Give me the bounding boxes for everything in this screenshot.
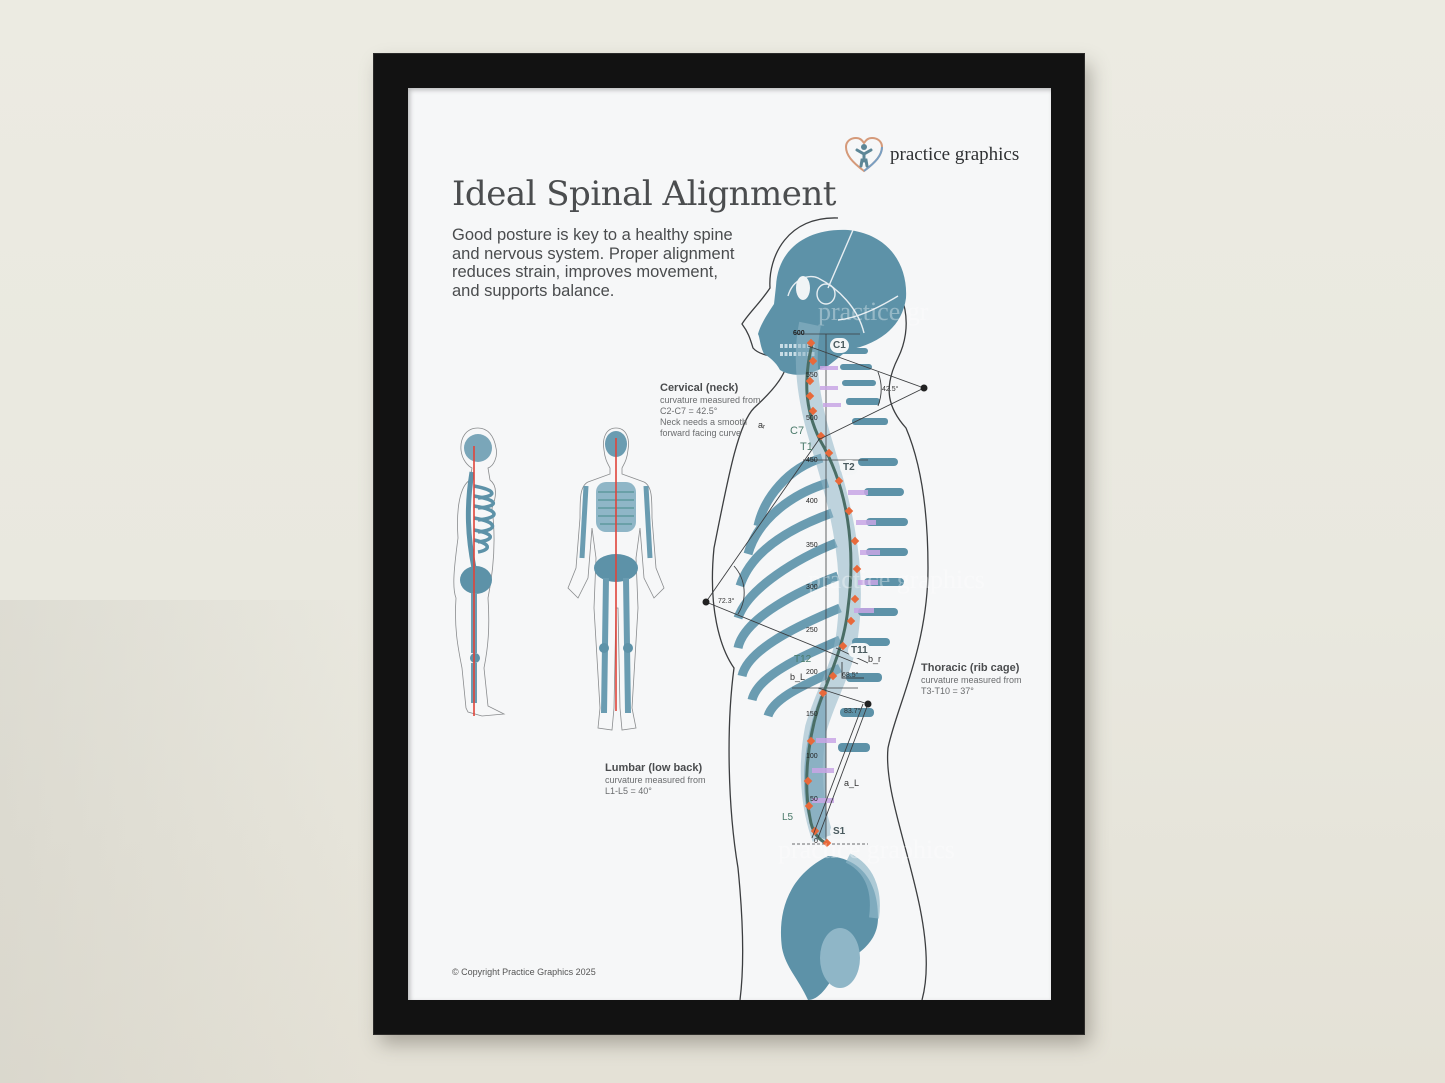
label-c7: C7 xyxy=(790,425,805,437)
vector-br: b_r xyxy=(868,654,882,664)
label-t12: T12 xyxy=(794,654,812,665)
main-body-outline xyxy=(711,217,929,1000)
picture-frame: Ideal Spinal Alignment practice graphics… xyxy=(374,54,1084,1034)
intervertebral-discs xyxy=(812,366,880,803)
svg-text:practice gr: practice gr xyxy=(818,297,929,326)
svg-text:practice graphics: practice graphics xyxy=(808,565,985,594)
angle-thoracic: 72.3° xyxy=(718,598,735,605)
brand-logo: practice graphics xyxy=(844,136,1019,174)
tick-400: 400 xyxy=(806,498,818,505)
cervical-line2: C2-C7 = 42.5° xyxy=(660,406,718,416)
tick-100: 100 xyxy=(806,753,818,760)
thoracic-line2: T3-T10 = 37° xyxy=(921,686,974,696)
angle-cervical: 42.5° xyxy=(882,386,899,393)
side-view-figure xyxy=(453,427,506,717)
cervical-note: Cervical (neck) curvature measured from … xyxy=(660,382,761,439)
lumbar-note: Lumbar (low back) curvature measured fro… xyxy=(605,762,706,797)
label-t2: T2 xyxy=(840,460,858,475)
lumbar-apex-dot xyxy=(864,700,872,708)
thoracic-title: Thoracic (rib cage) xyxy=(921,662,1020,674)
vector-ar: aᵣ xyxy=(758,420,766,430)
tick-500: 500 xyxy=(806,415,818,422)
cervical-line4: forward facing curve xyxy=(660,428,742,438)
vector-al: a_L xyxy=(844,778,860,788)
wall-shadow xyxy=(0,600,380,1083)
lumbar-line2: L1-L5 = 40° xyxy=(605,786,652,796)
pelvis xyxy=(780,853,880,1000)
front-view-figure xyxy=(567,427,665,731)
tick-600: 600 xyxy=(793,330,805,337)
tick-150: 150 xyxy=(806,711,818,718)
cervical-line3: Neck needs a smooth xyxy=(660,417,748,427)
intro-text: Good posture is key to a healthy spine a… xyxy=(452,226,735,300)
tick-450: 450 xyxy=(806,457,818,464)
label-l5: L5 xyxy=(782,812,794,823)
cervical-title: Cervical (neck) xyxy=(660,382,739,394)
label-t1: T1 xyxy=(800,441,813,453)
copyright: © Copyright Practice Graphics 2025 xyxy=(452,967,596,977)
lumbar-title: Lumbar (low back) xyxy=(605,762,703,774)
label-c1: C1 xyxy=(830,338,849,353)
vector-bl: b_L xyxy=(790,672,806,682)
tick-200: 200 xyxy=(806,669,818,676)
poster-title: Ideal Spinal Alignment xyxy=(452,174,836,214)
angle-t11: 68.5° xyxy=(842,672,859,679)
thoracic-note: Thoracic (rib cage) curvature measured f… xyxy=(921,662,1022,697)
tick-50: 50 xyxy=(810,796,818,803)
spine-illustration: practice gr practice graphics practice g… xyxy=(453,217,985,1000)
watermark: practice gr practice graphics practice g… xyxy=(778,297,985,864)
tick-0: 0 xyxy=(814,838,818,845)
angle-lumbar: 83.7° xyxy=(844,708,861,715)
brand-name: practice graphics xyxy=(890,144,1020,165)
tick-350: 350 xyxy=(806,542,818,549)
lumbar-line1: curvature measured from xyxy=(605,775,706,785)
cervical-line1: curvature measured from xyxy=(660,395,761,405)
tick-550: 550 xyxy=(806,372,818,379)
heart-person-logo-icon xyxy=(844,136,884,173)
tick-300: 300 xyxy=(806,584,818,591)
thoracic-apex-dot xyxy=(702,598,710,606)
thoracic-line1: curvature measured from xyxy=(921,675,1022,685)
poster: Ideal Spinal Alignment practice graphics… xyxy=(408,88,1051,1000)
svg-text:practice graphics: practice graphics xyxy=(778,835,955,864)
label-t11: T11 xyxy=(848,643,871,658)
cervical-apex-dot xyxy=(920,384,928,392)
label-s1: S1 xyxy=(830,824,849,839)
tick-250: 250 xyxy=(806,627,818,634)
